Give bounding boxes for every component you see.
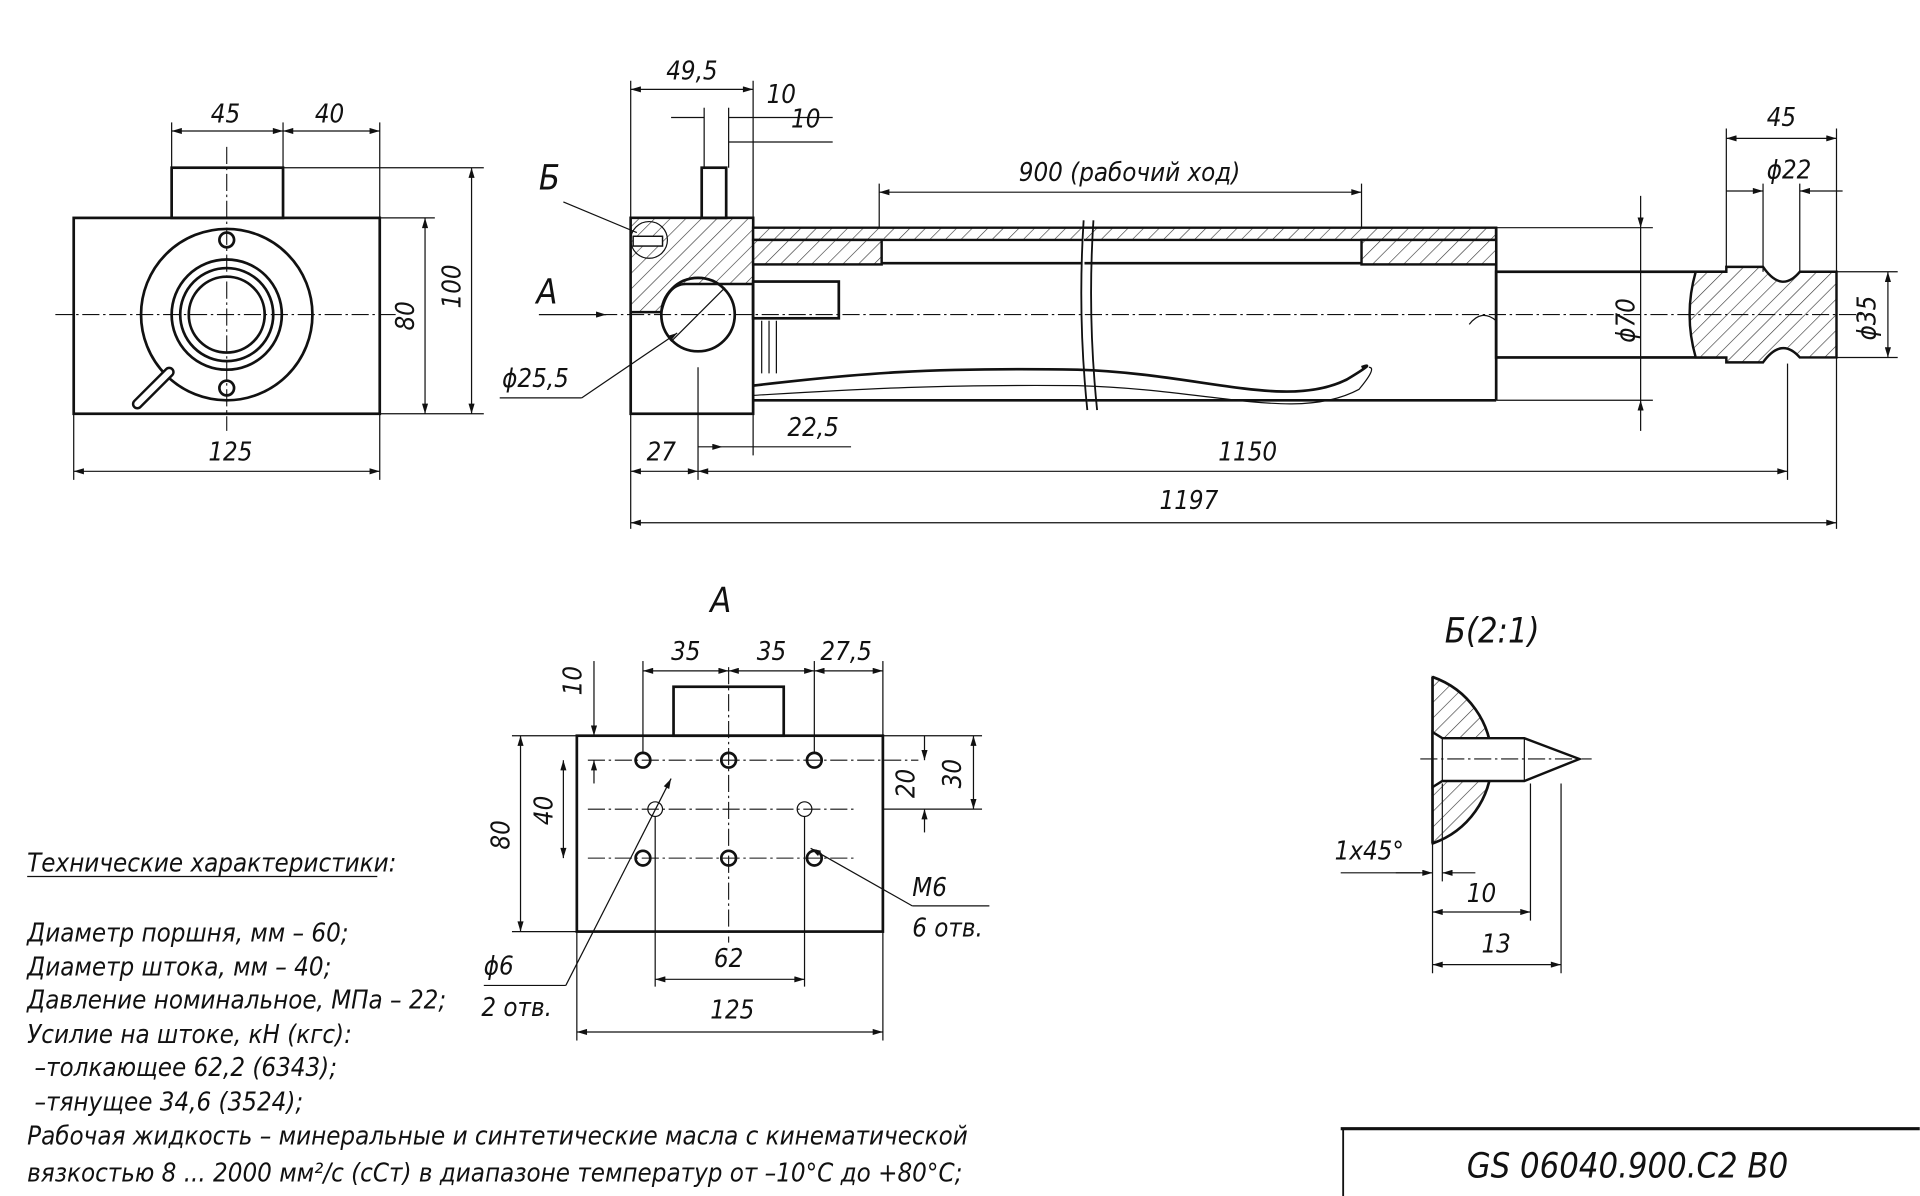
specs-heading: Технические характеристики: (27, 849, 396, 879)
dim-30: 30 (938, 759, 968, 788)
dim-10: 10 (1467, 879, 1496, 909)
dim-working-stroke: 900 (рабочий ход) (1019, 158, 1241, 188)
dim-10: 10 (559, 666, 589, 695)
drawing-designation: GS 06040.900.C2 B0 (1467, 1147, 1788, 1187)
dim-phi22: ϕ22 (1767, 156, 1812, 186)
head-port (700, 166, 728, 220)
dim-62: 62 (714, 944, 743, 974)
spec-line: –тянущее 34,6 (3524); (27, 1087, 303, 1117)
dim-100: 100 (438, 264, 468, 308)
dim-35a: 35 (671, 637, 700, 667)
view-a-title: A (708, 581, 731, 621)
dim-125: 125 (710, 995, 754, 1025)
dim-chamfer: 1x45° (1335, 836, 1404, 866)
dim-45-rod: 45 (1767, 103, 1796, 133)
technical-specs: Технические характеристики: Диаметр порш… (26, 849, 968, 1189)
dim-phi25-5: ϕ25,5 (502, 364, 569, 394)
section-b-label: Б (539, 159, 560, 199)
dim-phi6: ϕ6 (484, 951, 514, 981)
dim-10a: 10 (767, 80, 796, 110)
view-a-label: A (534, 273, 557, 313)
spec-line: Усилие на штоке, кН (кгс): (27, 1020, 352, 1050)
spec-line: –толкающее 62,2 (6343); (27, 1053, 337, 1083)
spec-line: Диаметр штока, мм – 40; (26, 953, 331, 983)
dim-27: 27 (647, 437, 677, 467)
dim-40: 40 (529, 796, 559, 825)
title-block: GS 06040.900.C2 B0 (1340, 1127, 1920, 1196)
view-a: A 35 35 27,5 10 80 40 20 (481, 581, 990, 1041)
dim-phi70: ϕ70 (1612, 298, 1642, 343)
dim-125: 125 (208, 437, 252, 467)
spec-line: Диаметр поршня, мм – 60; (26, 918, 348, 948)
phi6-count: 2 отв. (481, 993, 552, 1023)
dim-80: 80 (391, 301, 421, 330)
side-view: 45 40 100 80 125 (55, 99, 484, 480)
spec-line: вязкостью 8 ... 2000 мм²/с (сСт) в диапа… (27, 1158, 962, 1188)
dim-35b: 35 (757, 637, 786, 667)
dim-49-5: 49,5 (666, 57, 717, 87)
dim-80: 80 (487, 820, 517, 849)
dim-1197: 1197 (1160, 486, 1219, 516)
spec-line: Давление номинальное, МПа – 22; (26, 986, 446, 1016)
dim-40: 40 (315, 99, 344, 129)
side-port-boss (170, 166, 285, 220)
dim-m6: M6 (912, 873, 947, 903)
spec-line: Рабочая жидкость – минеральные и синтети… (27, 1122, 968, 1152)
dim-20: 20 (892, 769, 922, 798)
dim-45: 45 (211, 99, 240, 129)
dim-27-5: 27,5 (820, 637, 871, 667)
dim-13: 13 (1481, 929, 1510, 959)
dim-phi35: ϕ35 (1853, 296, 1883, 341)
m6-count: 6 отв. (912, 913, 983, 943)
dim-22-5: 22,5 (787, 413, 838, 443)
detail-b-title: Б(2:1) (1445, 612, 1540, 652)
main-view: Б A 49,5 10 10 900 (рабочий ход) 45 ϕ22 … (499, 57, 1898, 529)
dim-10b: 10 (791, 104, 820, 134)
dim-1150: 1150 (1218, 437, 1277, 467)
detail-b: Б(2:1) 1x45° 10 13 (1335, 612, 1592, 974)
